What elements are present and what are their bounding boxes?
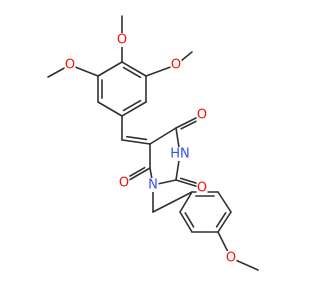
bond-ring-a-1: [97, 61, 123, 77]
bond-ring-b-2-inner: [184, 212, 195, 228]
atom-o-left: O: [65, 58, 75, 73]
atom-label-background: [170, 58, 182, 72]
atom-label-background: [118, 176, 130, 190]
atom-label-background: [225, 251, 237, 265]
bond-ring-a-2: [121, 61, 147, 77]
atom-o-right: O: [171, 58, 181, 73]
bond-layer: [47, 15, 259, 271]
atom-o-c6: O: [119, 176, 129, 191]
atom-label-background: [170, 147, 190, 161]
bond-ring-b-1: [179, 191, 193, 213]
atom-label-background: [196, 108, 208, 122]
atom-label-layer: O O O O HN O O N O: [64, 33, 237, 266]
bond-ring-b-4-inner: [215, 212, 227, 228]
bond-ring-a-6-inner: [122, 99, 142, 112]
atom-o-c4: O: [197, 108, 207, 123]
bond-ring-b-5: [217, 191, 232, 213]
atom-o-c2: O: [197, 181, 207, 196]
atom-label-background: [64, 58, 76, 72]
bond-ring-b-2: [179, 211, 193, 233]
atom-o-bottom: O: [226, 251, 236, 266]
chemical-structure: O O O O HN O O N O: [47, 15, 259, 271]
bond-ring-a-5: [97, 101, 123, 117]
bond-ring-a-6: [121, 101, 147, 117]
atom-label-background: [196, 181, 208, 195]
bond-c2-o-inner: [179, 177, 200, 185]
bond-c4-o-inner: [180, 118, 201, 130]
bond-ch2-ring: [152, 191, 193, 213]
bond-exo-double: [121, 139, 151, 145]
atom-o-top: O: [117, 33, 127, 48]
bond-ring-b-4: [217, 211, 232, 233]
atom-nh: HN: [170, 147, 190, 162]
bond-c5-c4: [149, 127, 177, 145]
bond-exo-double-inner: [125, 135, 148, 141]
bond-ring-a-2-inner: [122, 66, 142, 79]
atom-label-background: [116, 33, 128, 47]
atom-n1: N: [148, 178, 158, 193]
atom-label-background: [147, 178, 159, 192]
